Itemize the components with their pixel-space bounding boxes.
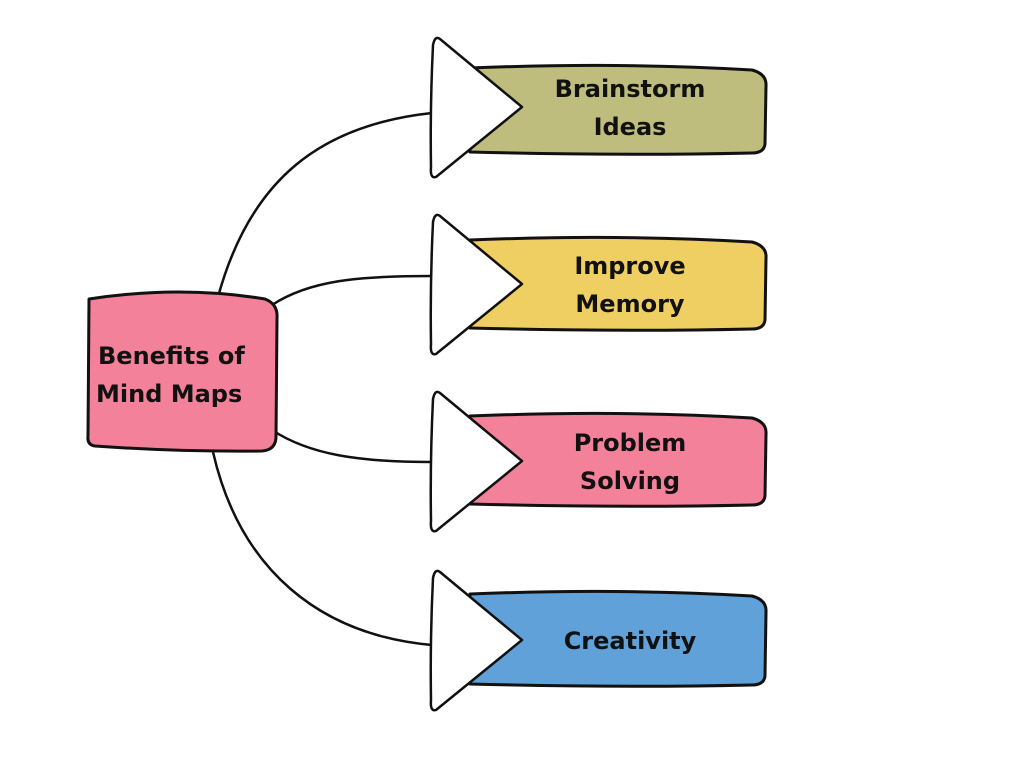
branch-label-line-1: Problem <box>574 429 687 457</box>
branch-label-line-1: Brainstorm <box>555 75 706 103</box>
branch-box <box>468 235 768 332</box>
connector-creativity <box>211 451 433 647</box>
arrowhead-icon <box>429 213 524 356</box>
branch-label-line-2: Ideas <box>594 113 667 141</box>
connector-problem-solving <box>271 428 433 464</box>
central-node: Benefits of Mind Maps <box>86 290 279 453</box>
branch-box <box>468 411 768 508</box>
central-node-label-line-2: Mind Maps <box>96 380 242 408</box>
central-node-label-line-1: Benefits of <box>98 342 245 370</box>
branch-label-line-2: Memory <box>575 290 684 318</box>
connector-improve-memory <box>271 274 433 307</box>
connector-brainstorm-ideas <box>216 111 433 298</box>
branch-box <box>468 63 768 156</box>
central-node-box <box>86 290 279 453</box>
arrowhead-icon <box>429 569 524 712</box>
branch-node-creativity: Creativity <box>429 569 768 712</box>
branch-label-line-2: Solving <box>580 467 680 495</box>
branch-box <box>468 589 768 688</box>
branch-label-line-1: Creativity <box>564 627 697 655</box>
arrowhead-icon <box>429 36 524 179</box>
branch-label-line-1: Improve <box>574 252 685 280</box>
arrowhead-icon <box>429 390 524 533</box>
